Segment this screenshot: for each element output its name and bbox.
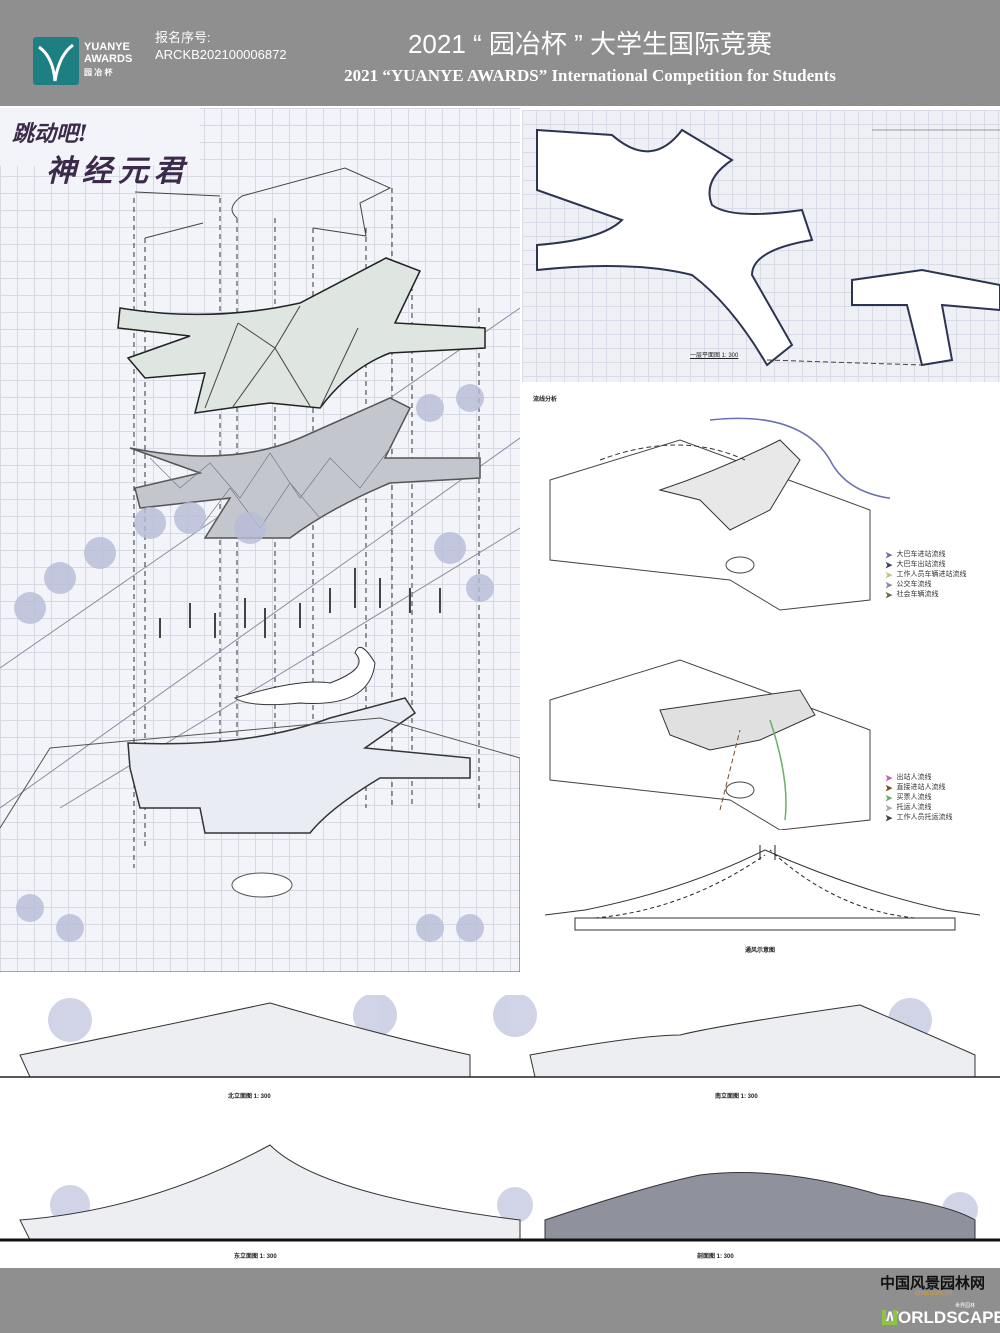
roof-membrane <box>117 257 486 414</box>
legend-item: ➤工作人员车辆进站流线 <box>885 570 967 580</box>
title-chinese: 2021 “ 园冶杯 ” 大学生国际竞赛 <box>407 29 773 59</box>
legend-item: ➤大巴车出站流线 <box>885 560 946 570</box>
floor-plan-drawing <box>536 128 1000 367</box>
brand-sub: 世界园林 <box>955 1303 976 1309</box>
pedestrian-flow-legend: ➤出站人流线 ➤直接进站人流线 ➤买票人流线 ➤托运人流线 ➤工作人员托运流线 <box>885 773 953 823</box>
legend-item: ➤工作人员托运流线 <box>885 813 953 823</box>
legend-item: ➤大巴车进站流线 <box>885 550 946 560</box>
legend-item: ➤直接进站人流线 <box>885 783 946 793</box>
footer-bar: 中国风景园林网 chla.com.cn 世界园林 WORLDSCAPE <box>0 1268 1000 1333</box>
arrow-icon: ➤ <box>885 773 893 783</box>
logo-text-awards: AWARDS <box>84 53 133 65</box>
registration-label: 报名序号: <box>155 30 211 45</box>
poster-title-line2: 神经元君 <box>46 154 190 189</box>
worldscape-logo-icon <box>882 1310 897 1325</box>
brand-english: WORLDSCAPE <box>882 1308 1000 1327</box>
yuanye-logo-icon <box>33 37 79 85</box>
arrow-icon: ➤ <box>885 560 893 570</box>
flow-analysis-diagrams <box>549 417 890 830</box>
east-elevation-caption: 东立面图 1: 300 <box>234 1254 277 1260</box>
brand-url: chla.com.cn <box>915 1290 953 1297</box>
logo-text-yuanye: YUANYE <box>84 41 130 53</box>
ground-floor-plan <box>127 697 471 834</box>
legend-item: ➤托运人流线 <box>885 803 932 813</box>
arrow-icon: ➤ <box>885 793 893 803</box>
ventilation-diagram <box>544 845 981 931</box>
vehicle-flow-legend: ➤大巴车进站流线 ➤大巴车出站流线 ➤工作人员车辆进站流线 ➤公交车流线 ➤社会… <box>885 550 967 600</box>
flow-analysis-title: 流线分析 <box>533 397 558 403</box>
south-elevation-caption: 南立面图 1: 300 <box>715 1094 758 1100</box>
arrow-icon: ➤ <box>885 803 893 813</box>
arrow-icon: ➤ <box>885 813 893 823</box>
floor-plan-panel: 一层平面图 1: 300 <box>522 110 1000 382</box>
brand-chinese: 中国风景园林网 <box>880 1274 986 1292</box>
arrow-icon: ➤ <box>885 580 893 590</box>
arrow-icon: ➤ <box>885 783 893 793</box>
arrow-icon: ➤ <box>885 570 893 580</box>
legend-item: ➤出站人流线 <box>885 773 932 783</box>
exploded-axonometric-panel: 跳动吧! 神经元君 <box>0 108 520 972</box>
legend-item: ➤买票人流线 <box>885 793 932 803</box>
arrow-icon: ➤ <box>885 590 893 600</box>
logo-text-cn: 园 冶 杯 <box>84 68 113 77</box>
arrow-icon: ➤ <box>885 550 893 560</box>
north-elevation-caption: 北立面图 1: 300 <box>228 1094 271 1100</box>
title-english: 2021 “YUANYE AWARDS” International Compe… <box>344 66 836 85</box>
ventilation-caption: 通风示意图 <box>745 948 776 954</box>
elevations-drawing <box>0 995 1000 1242</box>
plan-caption: 一层平面图 1: 300 <box>690 353 739 359</box>
legend-item: ➤社会车辆流线 <box>885 590 939 600</box>
legend-item: ➤公交车流线 <box>885 580 932 590</box>
exploded-axonometric-drawing <box>0 167 520 972</box>
header-bar: YUANYE AWARDS 园 冶 杯 报名序号: ARCKB202100006… <box>0 0 1000 106</box>
space-frame-structure <box>129 397 481 539</box>
registration-number: ARCKB202100006872 <box>155 47 287 62</box>
poster-title-line1: 跳动吧! <box>12 121 88 147</box>
section-caption: 剖面图 1: 300 <box>697 1254 734 1260</box>
